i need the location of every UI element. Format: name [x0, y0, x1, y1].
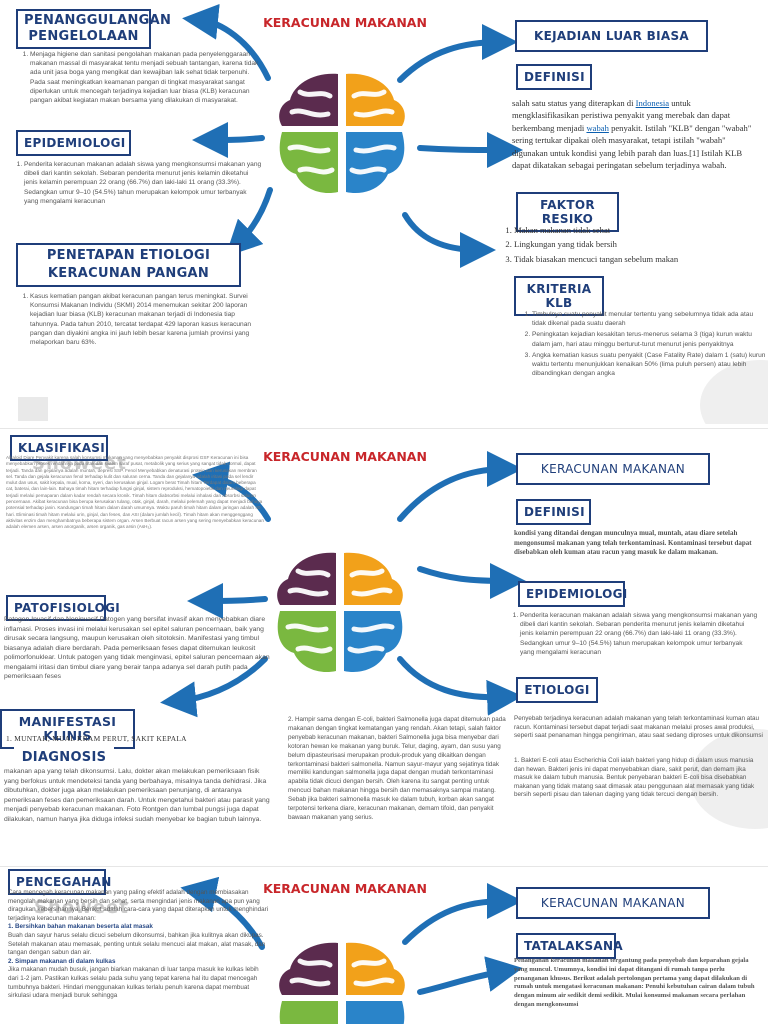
pencegahan-text: Cara mencegah keracunan makanan yang pal… — [8, 889, 270, 1001]
list-item: Penderita keracunan makanan adalah siswa… — [24, 160, 262, 206]
pencegahan-step-1-text: Buah dan sayur harus selalu dicuci sebel… — [8, 931, 266, 957]
definisi-title: DEFINISI — [516, 64, 592, 90]
list-item: Tidak biasakan mencuci tangan sebelum ma… — [514, 253, 750, 265]
arrow-up-left — [180, 876, 265, 950]
definisi-text: kondisi yang ditandai dengan munculnya m… — [514, 529, 752, 557]
epidemiologi-text: Penderita keracunan makanan adalah siswa… — [506, 611, 758, 659]
klb-title: KEJADIAN LUAR BIASA — [515, 20, 708, 52]
infographic-panel-1: KERACUNAN MAKANAN PENANGGULANGAN PENGELO… — [0, 0, 768, 424]
diagnosis-title: DIAGNOSIS — [14, 747, 114, 769]
pencegahan-intro: Cara mencegah keracunan makanan yang pal… — [8, 889, 269, 922]
pencegahan-step-2-title: 2. Simpan makanan di dalam kulkas — [8, 957, 116, 965]
main-title: KERACUNAN MAKANAN — [263, 881, 427, 896]
arrow-left — [187, 582, 268, 619]
etiologi-title: ETIOLOGI — [516, 677, 598, 703]
arrow-down-left — [160, 656, 268, 718]
list-item: Lingkungan yang tidak bersih — [514, 238, 750, 250]
etiologi-text: Penyebab terjadinya keracunan adalah mak… — [514, 715, 763, 740]
link-wabah[interactable]: wabah — [586, 122, 609, 133]
kriteria-klb-title: KRITERIA KLB — [514, 276, 604, 316]
arrow-right — [417, 562, 526, 599]
main-title: KERACUNAN MAKANAN — [263, 15, 427, 30]
klasifikasi-text: Alkaloid Diare Penyakit karena salah kon… — [6, 455, 264, 530]
brain-green-lobe — [279, 132, 338, 194]
keracunan-title-box: KERACUNAN MAKANAN — [516, 887, 710, 919]
arrow-up-right — [402, 883, 523, 945]
definisi-text-part: penyakit. Istilah "KLB" dengan "wabah" s… — [512, 122, 752, 171]
list-item: Angka kematian kasus suatu penyakit (Cas… — [532, 351, 766, 379]
manifestasi-text: 1. MUNTAH, MUAL KRAM PERUT, SAKIT KEPALA — [6, 734, 187, 743]
main-title: KERACUNAN MAKANAN — [263, 449, 427, 464]
list-item: Kasus kematian pangan akibat keracunan p… — [30, 292, 264, 347]
keracunan-title-box: KERACUNAN MAKANAN — [516, 453, 710, 485]
arrow-up-right — [397, 24, 518, 83]
klasifikasi-title: KLASIFIKASI — [10, 435, 108, 461]
patofisiologi-title: PATOFISIOLOGI — [6, 595, 120, 621]
salmonella-text: 2. Hampir sama dengan E-coli, bakteri Sa… — [288, 716, 506, 821]
list-item: Menjaga higiene dan sanitasi pengolahan … — [30, 50, 264, 105]
arrow-left — [192, 121, 265, 158]
ecoli-text: 1. Bakteri E-coli atau Escherichia Coli … — [514, 757, 755, 799]
arrows-layer — [160, 451, 526, 718]
definisi-title: DEFINISI — [516, 499, 591, 525]
etiologi-text: Kasus kematian pangan akibat keracunan p… — [16, 292, 264, 349]
diagnosis-text: makanan apa yang telah dikonsumsi. Lalu,… — [4, 768, 270, 823]
list-item: Peningkatan kejadian kesakitan terus-men… — [532, 330, 766, 348]
brain-orange-lobe — [346, 73, 405, 126]
faktor-resiko-title: FAKTOR RESIKO — [516, 192, 619, 232]
list-item: Makan makanan tidak sehat — [514, 224, 750, 236]
epidemiologi-title: EPIDEMIOLOGI — [16, 130, 131, 156]
kriteria-klb-list: Timbulnya suatu penyakit menular tertent… — [518, 310, 766, 380]
brain-illustration — [279, 942, 405, 1024]
infographic-panel-3: KERACUNAN MAKANAN Showeet PENCEGAHAN Car… — [0, 866, 768, 1024]
arrow-down-right — [402, 212, 496, 268]
arrow-right — [417, 131, 523, 168]
tatalaksana-text: Penanganan keracunan makanan tergantung … — [514, 957, 755, 1008]
etiologi-title: PENETAPAN ETIOLOGI KERACUNAN PANGAN — [16, 243, 241, 287]
faktor-resiko-list: Makan makanan tidak sehat Lingkungan yan… — [500, 224, 750, 267]
epidemiologi-title: EPIDEMIOLOGI — [518, 581, 627, 607]
brain-illustration — [279, 73, 405, 194]
list-item: Penderita keracunan makanan adalah siswa… — [520, 611, 758, 657]
tatalaksana-title: TATALAKSANA — [516, 933, 623, 959]
penanggulangan-title: PENANGGULANGAN PENGELOLAAN — [16, 9, 171, 49]
pencegahan-step-1-title: 1. Bersihkan bahan makanan beserta alat … — [8, 923, 153, 931]
manifestasi-title: MANIFESTASI KLINIS — [0, 709, 135, 749]
link-indonesia[interactable]: Indonesia — [635, 98, 670, 108]
arrow-up-left — [192, 461, 271, 522]
arrows-layer — [182, 3, 523, 268]
brain-illustration — [277, 552, 403, 673]
arrow-down-right — [397, 656, 523, 716]
pencegahan-title: PENCEGAHAN — [8, 869, 111, 895]
arrow-up-left — [182, 3, 271, 81]
epidemiologi-text: Penderita keracunan makanan adalah siswa… — [10, 160, 262, 208]
patofisiologi-text: Patogen Invasif dan Noninvasif Patogen y… — [4, 616, 270, 680]
definisi-text-part: salah satu status yang diterapkan di — [512, 98, 634, 108]
definisi-text-part: untuk mengklasifikasikan peristiwa penya… — [512, 98, 731, 133]
placeholder-square — [18, 397, 48, 421]
list-item: Timbulnya suatu penyakit menular tertent… — [532, 310, 766, 328]
brain-purple-lobe — [279, 73, 338, 126]
arrow-up-right — [397, 451, 523, 522]
penanggulangan-text: Menjaga higiene dan sanitasi pengolahan … — [16, 50, 264, 107]
infographic-panel-2: KERACUNAN MAKANAN Showeet KLASIFIKASI Al… — [0, 428, 768, 864]
brain-blue-lobe — [346, 132, 405, 194]
arrow-right — [417, 956, 523, 995]
arrow-down-left — [225, 187, 273, 257]
definisi-text: salah satu status yang diterapkan di Ind… — [512, 97, 752, 171]
arrows-layer — [180, 876, 523, 995]
pencegahan-step-2-text: Jika makanan mudah busuk, jangan biarkan… — [8, 966, 259, 1000]
watermark: Showeet — [34, 897, 129, 918]
